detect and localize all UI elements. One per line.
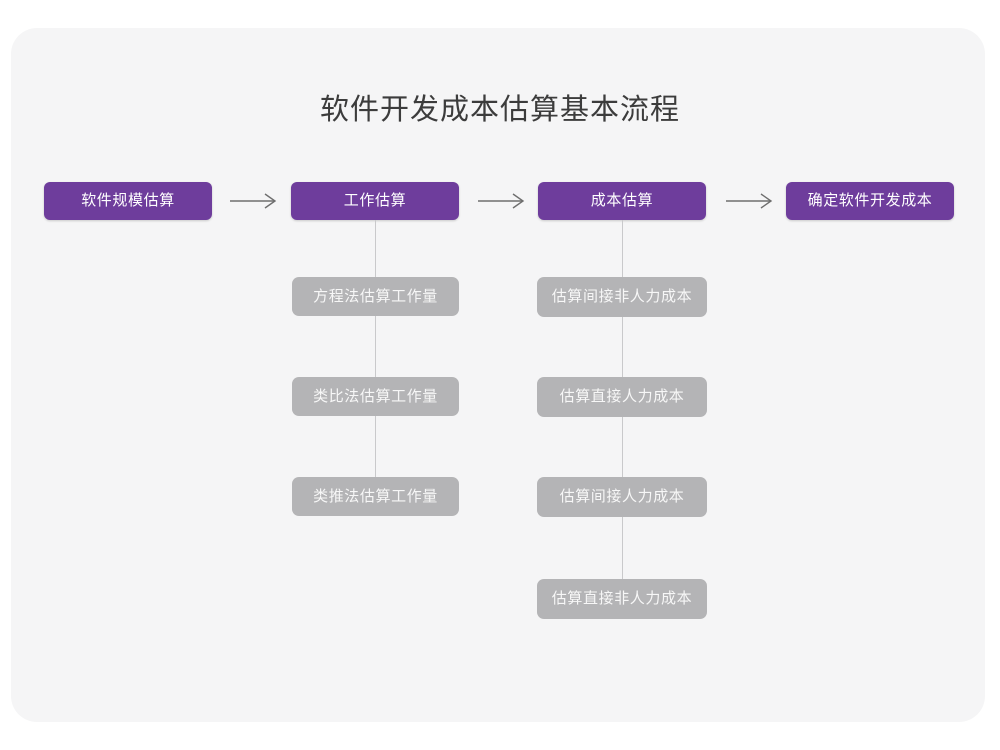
flow-node-software-scale-estimation[interactable]: 软件规模估算 [44, 182, 212, 220]
connector-work-estimation-trunk [375, 220, 376, 516]
diagram-card-background [11, 28, 985, 722]
flow-node-label: 类推法估算工作量 [313, 487, 438, 505]
flow-node-indirect-non-labor-cost[interactable]: 估算间接非人力成本 [537, 277, 707, 317]
flow-node-label: 类比法估算工作量 [313, 387, 438, 405]
flow-node-label: 估算间接非人力成本 [551, 288, 693, 305]
flow-node-direct-non-labor-cost[interactable]: 估算直接非人力成本 [537, 579, 707, 619]
flow-node-label: 确定软件开发成本 [807, 192, 933, 209]
flow-node-equation-method-workload[interactable]: 方程法估算工作量 [292, 277, 459, 316]
arrow-step1-to-step2-icon [230, 190, 280, 212]
flow-node-direct-labor-cost[interactable]: 估算直接人力成本 [537, 377, 707, 417]
flow-node-cost-estimation[interactable]: 成本估算 [538, 182, 706, 220]
flow-node-determine-development-cost[interactable]: 确定软件开发成本 [786, 182, 954, 220]
arrow-step2-to-step3-icon [478, 190, 528, 212]
flow-node-analogy-method-workload[interactable]: 类比法估算工作量 [292, 377, 459, 416]
flow-node-label: 估算直接非人力成本 [551, 590, 693, 607]
flow-node-work-estimation[interactable]: 工作估算 [291, 182, 459, 220]
flow-node-label: 工作估算 [343, 192, 407, 209]
page-title: 软件开发成本估算基本流程 [319, 94, 680, 126]
flow-node-label: 估算直接人力成本 [559, 388, 685, 405]
flow-node-label: 软件规模估算 [81, 192, 175, 209]
arrow-step3-to-step4-icon [726, 190, 776, 212]
connector-cost-estimation-trunk [622, 220, 623, 618]
flow-node-indirect-labor-cost[interactable]: 估算间接人力成本 [537, 477, 707, 517]
flow-node-label: 方程法估算工作量 [313, 287, 438, 305]
flow-node-label: 估算间接人力成本 [559, 488, 685, 505]
flow-node-label: 成本估算 [590, 192, 654, 209]
flow-node-inference-method-workload[interactable]: 类推法估算工作量 [292, 477, 459, 516]
